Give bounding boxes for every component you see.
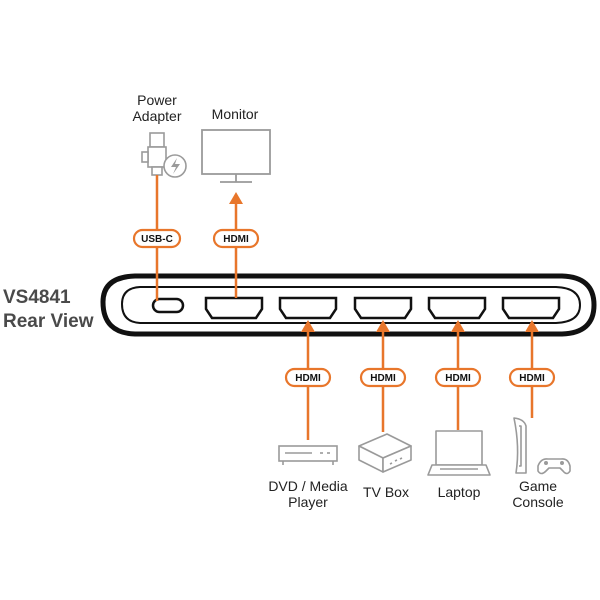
game-console: HDMI Game Console [508,320,571,510]
power-adapter-label-line2: Adapter [132,108,181,124]
power-adapter: Power Adapter USB-C [132,92,187,301]
hdmi-out-cable-badge [212,228,260,249]
hdmi-out-cable-label: HDMI [223,234,249,245]
usb-c-cable-label: USB-C [141,234,173,245]
tv-box: HDMI TV Box [358,320,412,500]
console-label-line2: Console [512,494,564,510]
game-console-icon [513,417,571,475]
laptop-label: Laptop [438,484,481,500]
view-label: Rear View [3,311,94,332]
laptop: HDMI Laptop [427,320,491,500]
usb-c-power-adapter-icon [141,132,187,178]
tv-box-icon [358,433,412,473]
dvd-media-player: HDMI DVD / Media Player [268,320,348,510]
hdmi-in-port-3 [427,296,487,320]
arrow-up-icon [525,320,539,332]
device-model: VS4841 [3,287,71,308]
device-title: VS4841 Rear View [3,287,94,332]
hdmi-in-port-1 [278,296,338,320]
arrow-up-icon [451,320,465,332]
laptop-icon [427,430,491,476]
dvd-player-icon [278,445,338,465]
hdmi-in-cable-1-badge [284,367,332,388]
hdmi-in-cable-4-badge [508,367,556,388]
hdmi-out-port [204,296,264,320]
console-label-line1: Game [519,478,557,494]
ports [151,296,561,320]
usb-c-port [151,297,185,314]
hdmi-in-port-4 [501,296,561,320]
hdmi-in-cable-3-badge [434,367,482,388]
monitor-label: Monitor [212,106,259,122]
arrow-up-icon [229,192,243,204]
hdmi-in-cable-2-label: HDMI [370,373,396,384]
monitor-icon [201,129,271,183]
hdmi-in-cable-3-label: HDMI [445,373,471,384]
tv-box-label: TV Box [363,484,409,500]
dvd-label-line1: DVD / Media [268,478,348,494]
monitor: Monitor HDMI [201,106,271,298]
arrow-up-icon [301,320,315,332]
usb-c-cable-badge [132,228,182,249]
hdmi-in-cable-2-badge [359,367,407,388]
hdmi-in-port-2 [353,296,413,320]
arrow-up-icon [376,320,390,332]
hdmi-in-cable-1-label: HDMI [295,373,321,384]
hdmi-in-cable-4-label: HDMI [519,373,545,384]
power-adapter-label-line1: Power [137,92,177,108]
dvd-label-line2: Player [288,494,328,510]
